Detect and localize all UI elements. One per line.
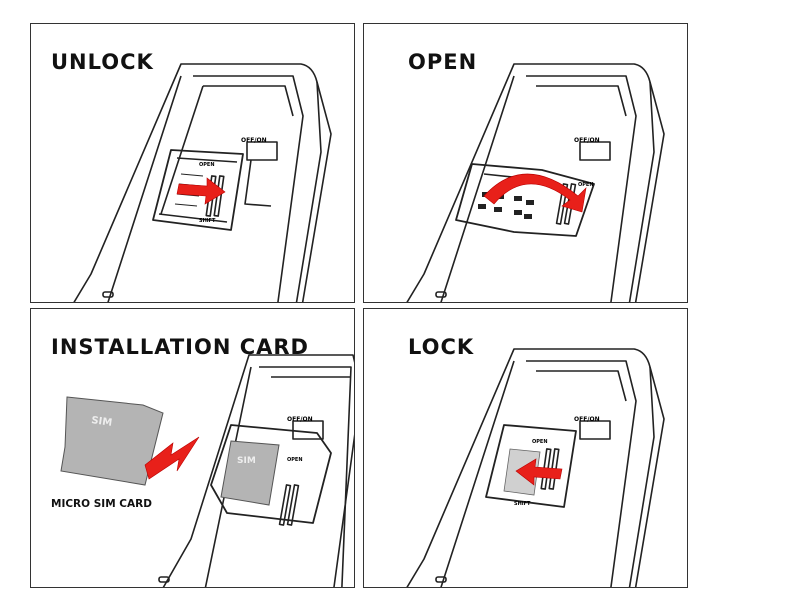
power-switch <box>579 141 611 161</box>
device-body-outline <box>406 63 665 302</box>
device-body-outline <box>73 63 332 302</box>
switch-label: OFF/ON <box>241 137 267 144</box>
inserted-sim-card <box>220 440 280 506</box>
panel-installation-card: INSTALLATION CARD SIM SIM OFF/ON OPEN MI… <box>30 308 355 588</box>
sim-card-caption: MICRO SIM CARD <box>51 498 152 510</box>
power-switch <box>292 420 324 440</box>
insert-arrow-zigzag <box>144 436 200 480</box>
panel-title: LOCK <box>408 335 475 359</box>
device-illustration: OFF/ON OPEN SHIFT <box>73 63 332 302</box>
card-label: SIM <box>91 415 113 429</box>
micro-sim-card <box>60 396 164 486</box>
switch-label: OFF/ON <box>574 137 600 144</box>
tray-shift-label: SHIFT <box>514 501 531 507</box>
switch-label: OFF/ON <box>287 416 313 423</box>
sim-tray <box>152 149 244 231</box>
sim-tray-open <box>455 163 595 237</box>
sim-tray <box>210 424 332 524</box>
panel-lock: LOCK OFF/ON OPEN SHIFT <box>363 308 688 588</box>
device-body-outline <box>162 354 354 587</box>
device-illustration: SIM SIM OFF/ON OPEN <box>60 354 354 587</box>
panel-unlock: UNLOCK OFF/ON OPEN SHIFT <box>30 23 355 303</box>
sim-tray <box>485 424 577 508</box>
tray-open-label: OPEN <box>578 182 594 188</box>
switch-label: OFF/ON <box>574 416 600 423</box>
device-illustration: OFF/ON OPEN SHIFT <box>406 348 665 587</box>
panel-title: UNLOCK <box>51 50 154 74</box>
power-switch <box>579 420 611 440</box>
slide-arrow-right <box>176 177 226 205</box>
tray-open-label: OPEN <box>287 457 303 463</box>
device-frame-outline <box>440 360 637 587</box>
device-frame-outline <box>107 75 304 302</box>
device-frame-outline <box>440 75 637 302</box>
tray-card-label: SIM <box>237 456 256 466</box>
slide-arrow-left <box>515 458 563 486</box>
device-frame-outline <box>204 366 352 587</box>
power-switch <box>246 141 278 161</box>
device-body-outline <box>406 348 665 587</box>
panel-open: OPEN OFF/ON OPEN <box>363 23 688 303</box>
tray-open-label: OPEN <box>532 439 548 445</box>
tray-open-label: OPEN <box>199 162 215 168</box>
flip-arrow-curved <box>483 173 587 213</box>
device-illustration: OFF/ON OPEN <box>406 63 665 302</box>
tray-shift-label: SHIFT <box>199 218 216 224</box>
panel-title: OPEN <box>408 50 478 74</box>
